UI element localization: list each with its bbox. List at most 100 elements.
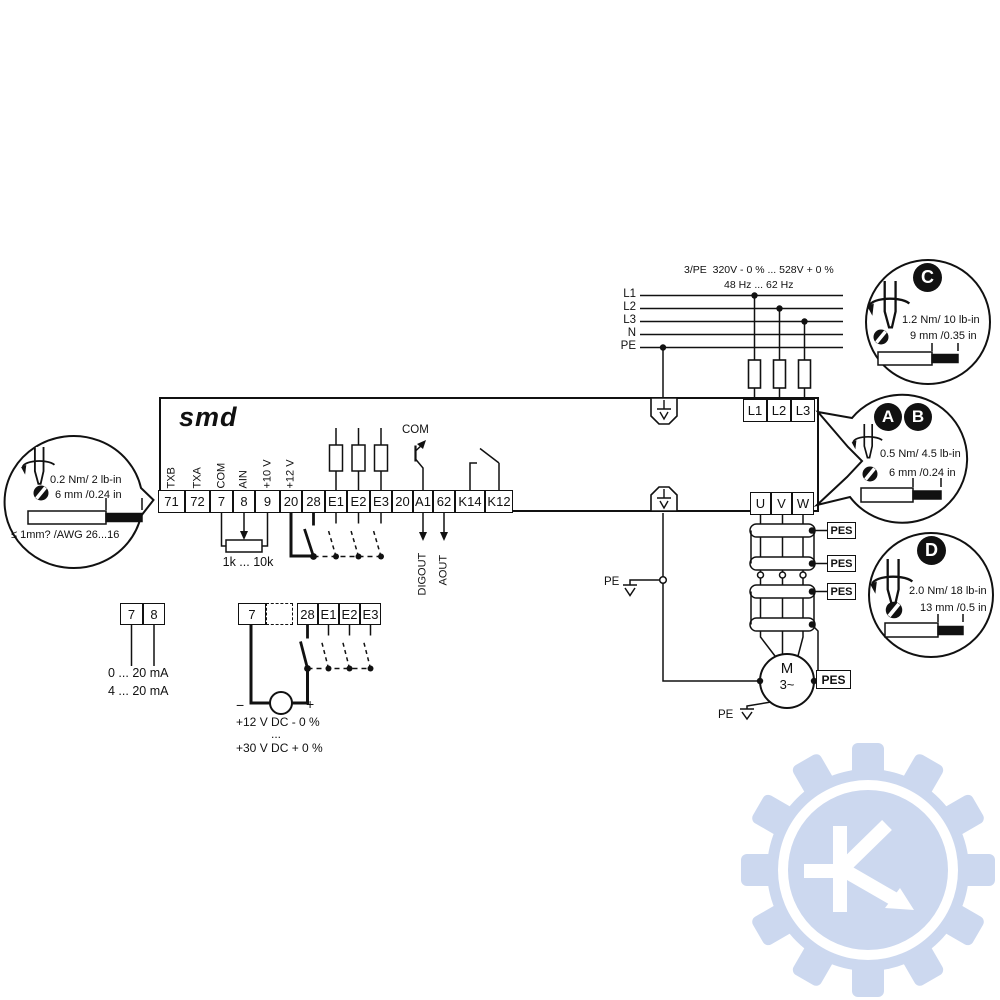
badge-d: D — [917, 536, 946, 565]
digital-input-switches — [289, 513, 382, 558]
terminal-20: 20 — [280, 490, 302, 513]
enclosure-ground-lug-icons — [650, 397, 678, 512]
callout-c-torque: 1.2 Nm/ 10 lb-in — [902, 314, 980, 326]
mains-junction-dots — [659, 292, 808, 351]
supply-plus-sign: + — [306, 696, 315, 712]
external-supply-circuit — [249, 625, 372, 715]
badge-a: A — [874, 403, 902, 431]
motor-pe-dots — [756, 677, 818, 685]
mains-label-n: N — [627, 327, 636, 339]
terminal-8: 8 — [233, 490, 255, 513]
terminal-E3: E3 — [370, 490, 392, 513]
mains-rating-line2: 48 Hz ... 62 Hz — [724, 279, 794, 291]
terminal-E2: E2 — [347, 490, 370, 513]
aout-label: AOUT — [437, 554, 450, 585]
terminal-ext-8: 8 — [143, 603, 165, 625]
callout-ab-torque: 0.5 Nm/ 4.5 lb-in — [880, 448, 961, 460]
callout-control-torque: 0.2 Nm/ 2 lb-in — [50, 474, 122, 486]
terminal-K14: K14 — [455, 490, 485, 513]
com-label: COM — [402, 424, 429, 436]
stripped-wire-graphic — [27, 498, 143, 525]
pes-label-3: PES — [827, 583, 856, 600]
pes-leads — [812, 529, 827, 670]
callout-control-wire-size: ≤ 1mm? /AWG 26...16 — [11, 529, 120, 541]
fuse-icons — [747, 359, 812, 389]
open-collector-transistor-icon — [414, 440, 426, 490]
terminal-sup-28: 28 — [297, 603, 318, 625]
terminal-28: 28 — [302, 490, 325, 513]
terminal-E1: E1 — [325, 490, 347, 513]
pot-value-label: 1k ... 10k — [222, 555, 274, 569]
terminal-72: 72 — [185, 490, 210, 513]
terminal-A1: A1 — [413, 490, 433, 513]
stripped-wire-graphic — [884, 614, 964, 638]
terminal-9: 9 — [255, 490, 280, 513]
digout-label: DIGOUT — [416, 552, 429, 595]
stripped-wire-graphic — [860, 478, 942, 503]
callout-balloon-control — [3, 435, 155, 569]
terminal-L2: L2 — [767, 399, 791, 422]
lead-connector-circles — [756, 571, 807, 579]
wire-strip-icon — [871, 327, 891, 347]
terminal-sup-E2: E2 — [339, 603, 360, 625]
terminal-7: 7 — [210, 490, 233, 513]
signal-label-ain: AIN — [237, 470, 250, 489]
terminal-sup-E1: E1 — [318, 603, 339, 625]
badge-c: C — [913, 263, 942, 292]
terminal-sup-E3: E3 — [360, 603, 381, 625]
digital-input-resistor-icons — [328, 428, 389, 490]
badge-b: B — [904, 403, 932, 431]
shield-bond-dots — [808, 527, 816, 628]
supply-ellipsis: ... — [271, 727, 282, 741]
switch-node-dots — [310, 553, 384, 560]
relay-contact-icon — [469, 447, 500, 490]
motor-pe-earth — [740, 701, 772, 721]
cable-shield-icons — [749, 523, 816, 632]
terminal-K12: K12 — [485, 490, 513, 513]
terminal-U: U — [750, 492, 771, 515]
mains-label-l2: L2 — [623, 301, 636, 313]
terminal-V: V — [771, 492, 792, 515]
pes-label-2: PES — [827, 555, 856, 572]
signal-label-10v: +10 V — [261, 459, 273, 489]
signal-label-txb: TXB — [165, 467, 177, 489]
callout-c-strip: 9 mm /0.35 in — [910, 330, 977, 342]
motor-phases: 3~ — [779, 677, 795, 692]
watermark-gear-icon — [741, 743, 995, 997]
wire-strip-icon — [31, 483, 51, 503]
potentiometer-icon — [220, 513, 269, 553]
terminal-sup-7: 7 — [238, 603, 266, 625]
terminal-L1: L1 — [743, 399, 767, 422]
current-range-2: 4 ... 20 mA — [108, 684, 169, 698]
terminal-62: 62 — [433, 490, 455, 513]
callout-d-torque: 2.0 Nm/ 18 lb-in — [909, 585, 987, 597]
callout-ab-strip: 6 mm /0.24 in — [889, 467, 956, 479]
current-range-1: 0 ... 20 mA — [108, 666, 169, 680]
wire-strip-icon — [883, 599, 905, 621]
terminal-L3: L3 — [791, 399, 815, 422]
output-arrows — [419, 513, 448, 541]
callout-d-strip: 13 mm /0.5 in — [920, 602, 987, 614]
pe-wiring — [623, 513, 760, 682]
supply-voltage-line2: +30 V DC + 0 % — [236, 741, 323, 755]
drive-logo: smd — [179, 402, 238, 432]
pes-label-4: PES — [816, 670, 851, 689]
pe-label-branch: PE — [604, 576, 620, 588]
motor-label: M — [780, 660, 794, 677]
signal-label-com: COM — [215, 462, 227, 489]
current-input-leads — [130, 625, 155, 666]
terminal-sup-blank — [266, 603, 293, 625]
stripped-wire-graphic — [877, 343, 959, 366]
callout-control-strip: 6 mm /0.24 in — [55, 489, 122, 501]
signal-label-txa: TXA — [191, 467, 203, 489]
external-supply-node-dots — [304, 665, 374, 672]
signal-label-12v: +12 V — [284, 459, 297, 489]
terminal-ext-7: 7 — [120, 603, 143, 625]
mains-label-l1: L1 — [623, 288, 636, 300]
supply-voltage-line1: +12 V DC - 0 % — [236, 715, 320, 729]
terminal-71: 71 — [158, 490, 185, 513]
mains-label-l3: L3 — [623, 314, 636, 326]
mains-lines — [640, 294, 843, 400]
